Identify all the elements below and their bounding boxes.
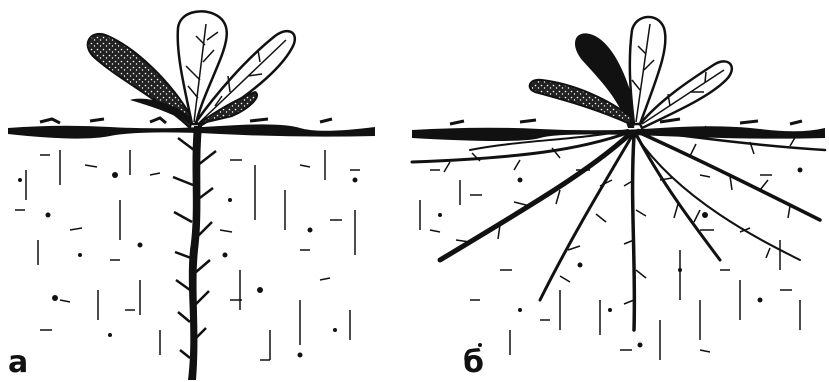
panel-b-fibrous-plant (412, 17, 825, 360)
panel-a-taproot-plant (8, 11, 375, 380)
panel-b-label: б (463, 348, 484, 378)
panel-b-soil-texture (420, 170, 800, 360)
panel-a-label: а (8, 348, 28, 378)
panel-a-soil-dots (18, 172, 358, 358)
panel-b-ground-line (412, 126, 825, 141)
panel-b-root-hairs (444, 126, 796, 304)
panel-a-ground-line (8, 124, 375, 138)
panel-b-soil-dots (438, 168, 803, 348)
